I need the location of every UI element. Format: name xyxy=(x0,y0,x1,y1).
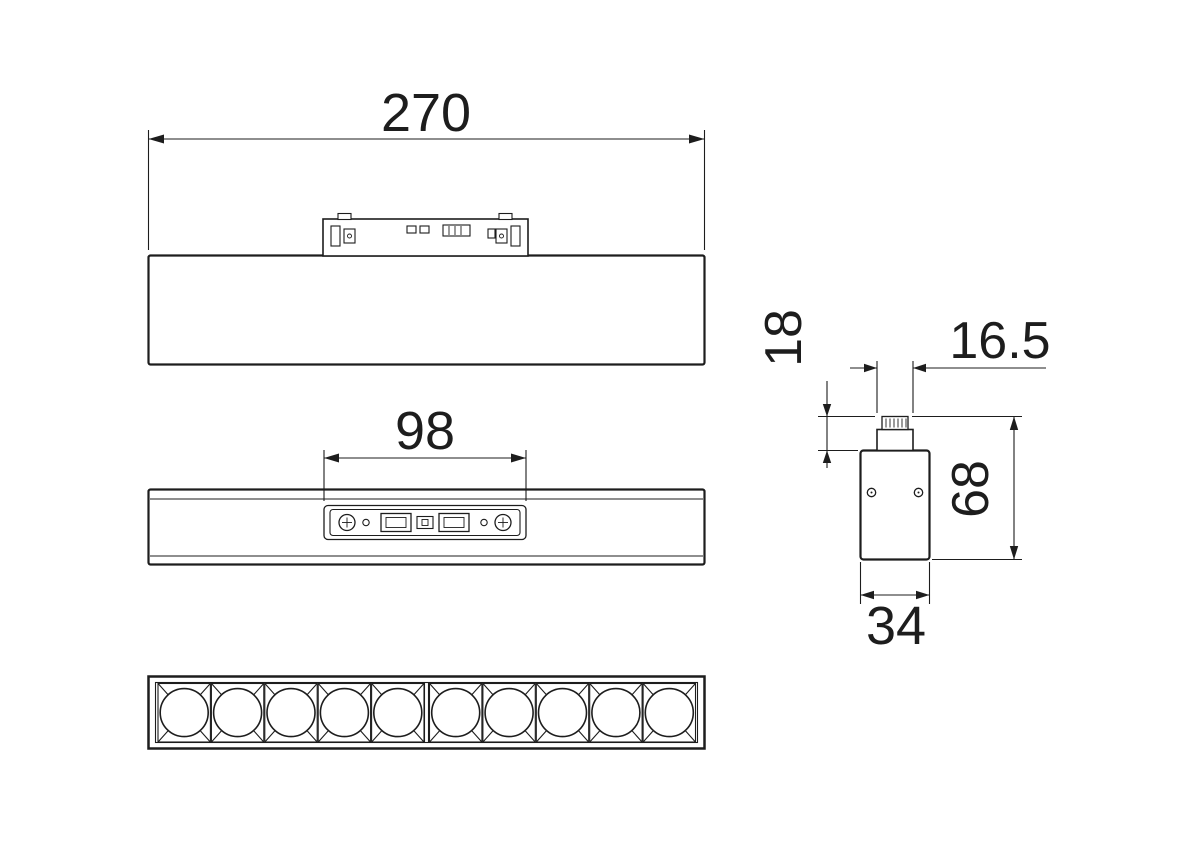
lens-cell xyxy=(588,682,643,743)
lens-cell xyxy=(535,682,590,743)
screw-icon xyxy=(866,487,877,498)
arrowhead-bottom-icon xyxy=(1009,546,1019,560)
screw-icon xyxy=(913,487,924,498)
arrowhead-bottom-icon xyxy=(822,450,832,463)
arrowhead-right-icon xyxy=(511,453,526,463)
dim-body-width-label: 34 xyxy=(866,596,926,656)
lens-module-left xyxy=(157,682,425,743)
dim-overall-length-label: 270 xyxy=(381,83,471,143)
lens-module-right xyxy=(428,682,697,743)
arrowhead-left-icon xyxy=(148,134,164,144)
dim-adapter-length: 98 xyxy=(323,401,527,501)
dip-switch-icon xyxy=(442,224,471,237)
lens-cell xyxy=(317,682,372,743)
arrowhead-right-icon xyxy=(913,363,926,373)
end-view-body xyxy=(859,449,931,561)
arrowhead-right-icon xyxy=(916,590,930,600)
top-view xyxy=(147,212,706,366)
adapter-clip-icon xyxy=(337,212,352,221)
lens-cell xyxy=(263,682,318,743)
track-connector-plate xyxy=(323,504,527,541)
adapter-cap xyxy=(881,415,909,431)
top-view-body xyxy=(147,254,706,366)
arrowhead-left-icon xyxy=(864,363,877,373)
lens-array-inner-frame xyxy=(154,681,699,744)
dim-adapter-length-label: 98 xyxy=(395,401,455,461)
lens-array-view xyxy=(147,675,706,750)
latch-icon xyxy=(438,512,470,533)
arrowhead-right-icon xyxy=(689,134,705,144)
track-adapter-top xyxy=(322,212,529,257)
latch-icon xyxy=(380,512,412,533)
arrowhead-left-icon xyxy=(324,453,339,463)
arrowhead-top-icon xyxy=(822,404,832,417)
lens-cell xyxy=(210,682,265,743)
dim-adapter-height: 18 xyxy=(755,309,875,468)
lens-cell xyxy=(642,682,697,743)
dim-body-width: 34 xyxy=(859,562,931,656)
dim-adapter-height-label: 18 xyxy=(755,309,813,367)
adapter-clip-icon xyxy=(498,212,513,221)
arrowhead-left-icon xyxy=(860,590,874,600)
dim-overall-length: 270 xyxy=(147,83,706,250)
end-view xyxy=(859,415,931,561)
lens-cell xyxy=(428,682,483,743)
dim-total-height-label: 68 xyxy=(942,460,1000,518)
adapter-stem xyxy=(876,428,914,452)
dim-stem-width-label: 16.5 xyxy=(949,312,1050,370)
arrowhead-top-icon xyxy=(1009,416,1019,430)
lens-cell xyxy=(482,682,537,743)
lens-cell xyxy=(370,682,425,743)
profile-view xyxy=(147,488,706,566)
lens-cell xyxy=(157,682,212,743)
dim-stem-width: 16.5 xyxy=(850,312,1051,413)
dim-total-height: 68 xyxy=(912,415,1022,561)
